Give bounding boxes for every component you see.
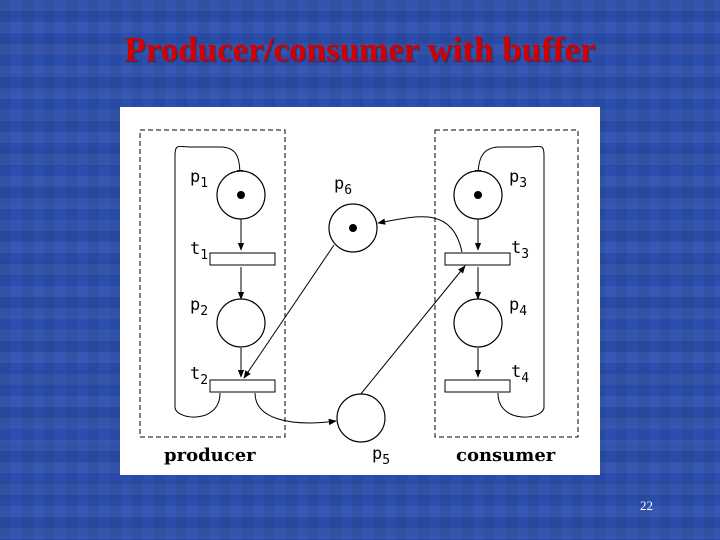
arc-p5-t3 [359,265,466,396]
petri-net-figure: p1 p2 p3 p4 p5 p6 t1 t2 t3 t4 producer c… [120,107,600,475]
page-number: 22 [640,498,653,513]
producer-group-box [139,129,286,438]
arc-p6-t2 [243,244,335,379]
label-t1: t1 [190,239,208,263]
label-p5: p5 [372,444,390,468]
label-p1: p1 [190,167,208,191]
arc-t2-p1 [174,145,244,418]
arc-t3-p6 [377,216,463,253]
transition-t4 [444,379,511,393]
token-p1 [237,191,245,199]
label-t2: t2 [190,364,208,388]
label-p6: p6 [334,174,352,198]
label-p4: p4 [509,295,527,319]
consumer-group-box [434,129,579,438]
petri-net-diagram: p1 p2 p3 p4 p5 p6 t1 t2 t3 t4 producer c… [139,129,579,468]
transition-t1 [209,252,276,266]
consumer-label: consumer [456,445,556,466]
place-p5 [336,393,386,443]
transition-t2 [209,379,276,393]
label-t4: t4 [511,362,529,386]
label-p2: p2 [190,295,208,319]
label-t3: t3 [511,238,529,262]
place-p2 [216,298,266,348]
producer-label: producer [164,445,256,466]
label-p3: p3 [509,167,527,191]
token-p6 [349,224,357,232]
token-p3 [474,191,482,199]
arc-t2-p5 [254,392,337,426]
arc-t4-p3 [474,145,545,418]
place-p4 [453,298,503,348]
slide-title: Producer/consumer with buffer [124,30,596,69]
transition-t3 [444,252,511,266]
